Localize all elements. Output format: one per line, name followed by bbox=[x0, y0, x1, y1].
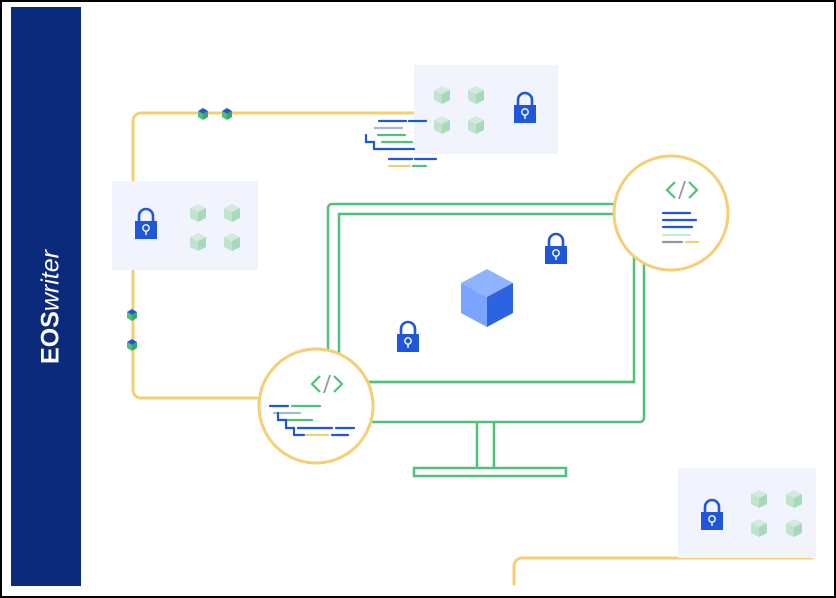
code-lines-top bbox=[364, 119, 438, 168]
lock-icon bbox=[395, 320, 421, 354]
block-cluster-panel-top bbox=[414, 65, 558, 154]
node-cube-icon bbox=[198, 108, 208, 120]
block-cluster-panel-left bbox=[112, 181, 258, 270]
lock-icon bbox=[543, 232, 569, 266]
block-cluster-panel-bottom bbox=[678, 468, 816, 558]
connector-lines bbox=[131, 111, 814, 586]
node-cube-icon bbox=[127, 309, 137, 321]
monitor-icon bbox=[326, 202, 646, 478]
node-cube-icon bbox=[222, 108, 232, 120]
code-badge-icon bbox=[257, 347, 375, 465]
cube-icon bbox=[461, 269, 513, 327]
code-badge-icon bbox=[612, 154, 730, 272]
sidebar: EOSwriter bbox=[11, 7, 81, 586]
node-cube-icon bbox=[127, 339, 137, 351]
